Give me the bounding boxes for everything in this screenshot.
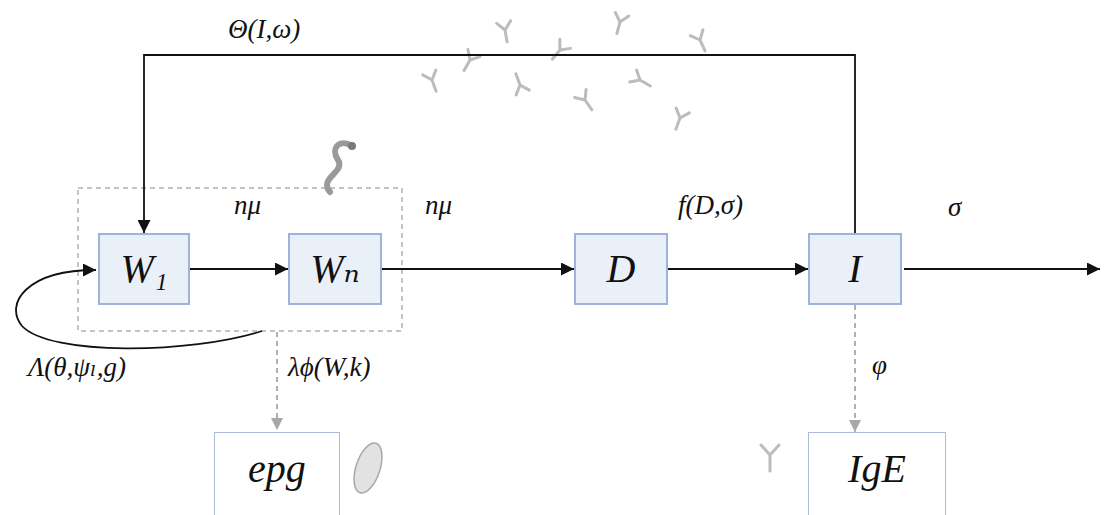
egg-icon bbox=[349, 440, 388, 497]
worm-icon bbox=[327, 142, 356, 192]
loss-arrow bbox=[904, 268, 1100, 270]
node-label: W₁ bbox=[120, 247, 167, 291]
edge-label: φ bbox=[870, 350, 889, 381]
edge-label: nμ bbox=[232, 190, 263, 221]
antibody-icon bbox=[423, 70, 443, 94]
loop-rate-label: Λ(θ,ψₗ,g) bbox=[26, 352, 128, 383]
flow-arrow bbox=[382, 268, 574, 270]
edge-label: f(D,σ) bbox=[676, 190, 745, 221]
process-box: I bbox=[808, 233, 902, 305]
worm-stage-box: W₁ bbox=[98, 233, 190, 305]
egg-output-arrow bbox=[276, 332, 278, 430]
antibody-icon bbox=[610, 12, 629, 35]
node-label: I bbox=[848, 247, 861, 291]
flow-arrow bbox=[144, 55, 855, 233]
process-box: D bbox=[574, 233, 668, 305]
worm-group-box bbox=[78, 188, 402, 331]
edge-label: nμ bbox=[423, 190, 454, 221]
antibody-icon bbox=[458, 50, 480, 74]
edge-label: Θ(I,ω) bbox=[226, 14, 302, 45]
egg-rate-label: λϕ(W,k) bbox=[286, 352, 372, 383]
worm-head bbox=[348, 142, 356, 150]
node-label: Wₙ bbox=[310, 247, 360, 291]
output-box: epg bbox=[214, 432, 340, 515]
antibody-icon bbox=[509, 71, 529, 95]
flow-arrow bbox=[190, 268, 288, 270]
antibody-icon bbox=[761, 445, 779, 471]
flow-arrow bbox=[668, 268, 808, 270]
antibody-icon bbox=[547, 39, 571, 63]
antibody-icon bbox=[575, 89, 598, 113]
worm-stage-box: Wₙ bbox=[288, 233, 382, 305]
antibody-icon bbox=[690, 30, 711, 54]
worm-body bbox=[327, 143, 352, 192]
output-box: IgE bbox=[808, 432, 946, 515]
antibody-icons bbox=[423, 12, 779, 471]
node-label: IgE bbox=[848, 447, 906, 491]
loss-rate-label: σ bbox=[946, 192, 963, 223]
antibody-icon bbox=[497, 21, 514, 43]
dashed-arrow bbox=[854, 305, 856, 432]
antibody-icon bbox=[669, 108, 689, 132]
antibody-icon bbox=[630, 70, 654, 92]
node-label: epg bbox=[248, 447, 306, 491]
node-label: D bbox=[607, 247, 636, 291]
